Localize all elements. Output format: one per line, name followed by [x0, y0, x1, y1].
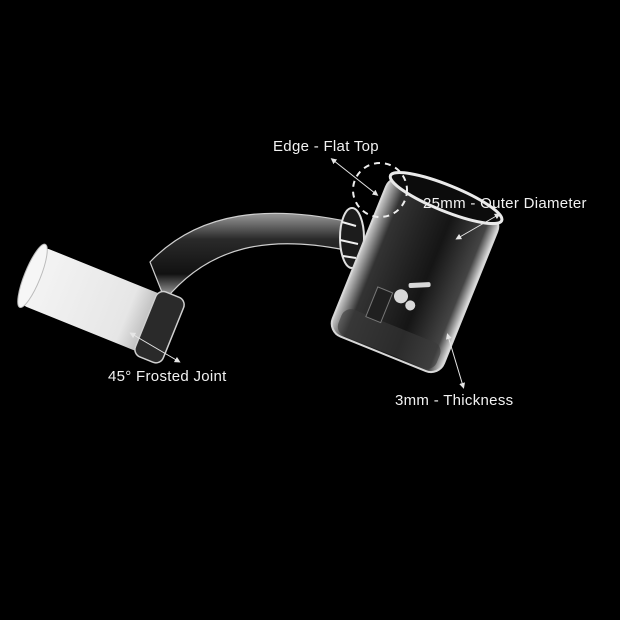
- diameter-arrow: [455, 213, 501, 240]
- edge-flat-top-label: Edge - Flat Top: [273, 138, 379, 155]
- logo-emblem: [393, 282, 431, 311]
- thickness-arrow: [445, 333, 466, 389]
- thickness-label: 3mm - Thickness: [395, 392, 514, 409]
- joint-arrow: [129, 332, 181, 363]
- frosted-joint-label: 45° Frosted Joint: [108, 368, 227, 385]
- arm-tube: [149, 212, 351, 302]
- outer-diameter-label: 25mm - Outer Diameter: [423, 195, 587, 212]
- edge-highlight-circle: [352, 162, 408, 218]
- edge-arrow: [330, 158, 379, 196]
- neck-ring: [339, 207, 365, 269]
